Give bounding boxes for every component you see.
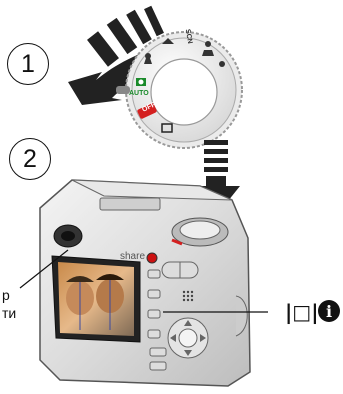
camera-mode-icon [136,78,146,86]
lcd-screen [52,256,140,342]
display-button-glyph: |□| [285,300,319,324]
shutter-button[interactable] [172,218,228,246]
left-label: р ти [2,286,16,322]
info-icon: i [318,300,340,322]
share-button[interactable] [147,253,157,263]
speaker-grille [183,291,193,301]
display-button-label: |□| [285,300,319,324]
zoom-rocker[interactable] [162,262,198,278]
flower-mode-icon [219,61,225,67]
share-label: share [120,251,145,262]
auto-label: AUTO [129,90,149,97]
left-label-line-1: р [2,286,16,304]
left-label-line-2: ти [2,304,16,322]
four-way-controller[interactable] [168,318,208,358]
